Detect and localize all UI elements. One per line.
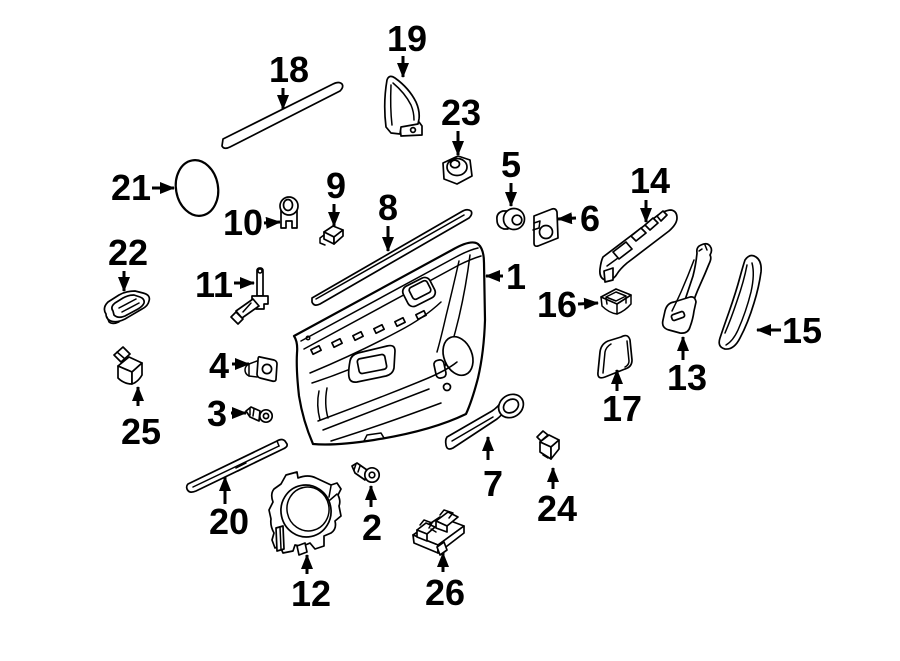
callout-label-6[interactable]: 6	[580, 198, 600, 239]
callout-11[interactable]: 11	[195, 264, 255, 305]
callout-label-10[interactable]: 10	[223, 202, 263, 243]
callout-label-24[interactable]: 24	[537, 488, 577, 529]
callout-label-15[interactable]: 15	[782, 310, 822, 351]
callout-26[interactable]: 26	[425, 552, 465, 613]
callout-10[interactable]: 10	[223, 202, 281, 243]
callout-17[interactable]: 17	[602, 369, 642, 429]
callout-arrow-10	[263, 216, 281, 229]
callout-label-4[interactable]: 4	[209, 345, 229, 386]
callout-label-9[interactable]: 9	[326, 165, 346, 206]
part-drawing-inner-belt-strip	[311, 208, 473, 306]
callout-label-14[interactable]: 14	[630, 160, 670, 201]
callout-5[interactable]: 5	[501, 144, 521, 207]
part-drawing-bracket-plate	[532, 207, 559, 248]
part-drawing-window-switch	[412, 509, 465, 556]
callout-1[interactable]: 1	[485, 256, 526, 297]
part-drawing-handle-bezel	[103, 290, 151, 325]
callout-22[interactable]: 22	[108, 232, 148, 292]
part-drawing-clip-10	[279, 196, 299, 229]
callout-7[interactable]: 7	[482, 436, 503, 504]
callout-label-21[interactable]: 21	[111, 167, 151, 208]
callout-label-26[interactable]: 26	[425, 572, 465, 613]
callout-label-17[interactable]: 17	[602, 388, 642, 429]
part-drawing-speaker-bracket	[268, 471, 342, 556]
part-drawing-armrest	[444, 393, 525, 450]
part-drawing-pillar-trim	[718, 254, 762, 350]
callout-label-12[interactable]: 12	[291, 573, 331, 614]
part-drawing-switch-bezel	[599, 209, 678, 283]
part-drawing-clip-4	[244, 355, 278, 383]
callout-12[interactable]: 12	[291, 554, 331, 614]
part-drawing-tweeter	[442, 155, 473, 185]
callout-label-22[interactable]: 22	[108, 232, 148, 273]
callout-label-1[interactable]: 1	[506, 256, 526, 297]
part-drawing-switch-25	[113, 346, 143, 385]
callout-arrow-6	[557, 212, 577, 225]
part-drawing-switch-24	[536, 430, 560, 460]
part-drawing-door-panel	[292, 241, 487, 446]
part-drawing-sail-panel	[383, 75, 423, 137]
callout-13[interactable]: 13	[667, 336, 707, 398]
callout-9[interactable]: 9	[326, 165, 346, 227]
callout-25[interactable]: 25	[121, 386, 161, 452]
part-drawing-screw-3	[245, 406, 274, 424]
callout-8[interactable]: 8	[378, 187, 398, 252]
callout-14[interactable]: 14	[630, 160, 670, 223]
callout-label-18[interactable]: 18	[269, 49, 309, 90]
callout-label-23[interactable]: 23	[441, 92, 481, 133]
callout-19[interactable]: 19	[387, 18, 427, 78]
part-drawing-grommet	[496, 207, 526, 231]
callout-2[interactable]: 2	[362, 485, 382, 548]
callout-4[interactable]: 4	[209, 345, 250, 386]
part-drawing-lock-rod-clip	[230, 267, 269, 325]
callout-label-3[interactable]: 3	[207, 393, 227, 434]
callout-label-25[interactable]: 25	[121, 411, 161, 452]
callout-6[interactable]: 6	[557, 198, 600, 239]
callout-label-16[interactable]: 16	[537, 284, 577, 325]
callout-label-5[interactable]: 5	[501, 144, 521, 185]
callout-arrow-16	[577, 297, 599, 310]
callout-3[interactable]: 3	[207, 393, 247, 434]
callout-label-13[interactable]: 13	[667, 357, 707, 398]
callout-23[interactable]: 23	[441, 92, 481, 156]
callout-label-19[interactable]: 19	[387, 18, 427, 59]
callout-label-11[interactable]: 11	[195, 264, 233, 305]
callout-label-20[interactable]: 20	[209, 501, 249, 542]
part-drawing-clip-9	[319, 225, 344, 246]
part-drawing-oval-gasket	[174, 159, 220, 217]
part-drawing-pull-handle	[661, 242, 713, 334]
callout-20[interactable]: 20	[209, 476, 249, 542]
part-drawing-scuff-strip	[185, 438, 289, 493]
callout-24[interactable]: 24	[537, 467, 577, 529]
callout-label-2[interactable]: 2	[362, 507, 382, 548]
part-drawing-corner-trim	[597, 334, 633, 379]
callout-label-8[interactable]: 8	[378, 187, 398, 228]
callout-16[interactable]: 16	[537, 284, 599, 325]
callout-21[interactable]: 21	[111, 167, 175, 208]
callout-18[interactable]: 18	[269, 49, 309, 110]
part-drawing-cup-clip	[600, 288, 632, 315]
part-drawing-screw-2	[351, 462, 381, 484]
callout-15[interactable]: 15	[756, 310, 822, 351]
part-drawing-outer-belt-molding	[221, 81, 344, 150]
callout-label-7[interactable]: 7	[483, 463, 503, 504]
